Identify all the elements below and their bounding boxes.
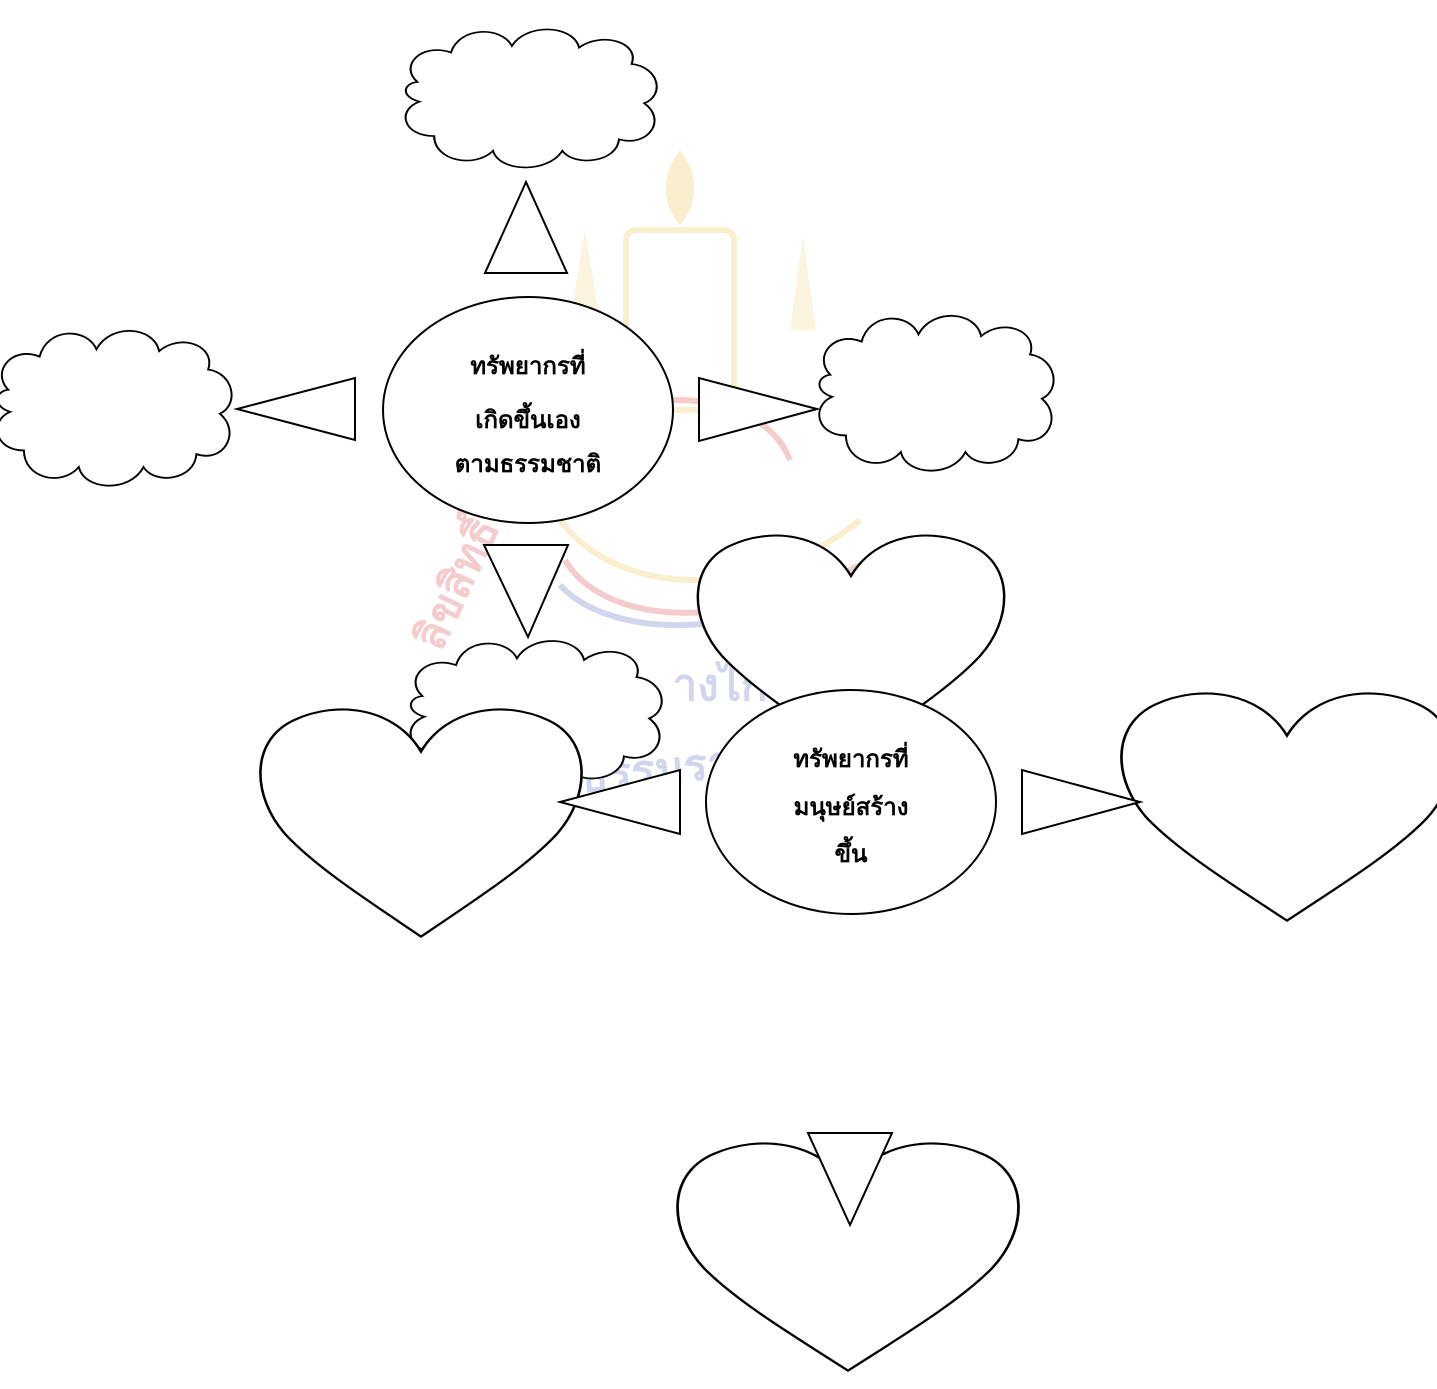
arrow-left-to-cloud <box>233 376 356 442</box>
watermark-spire-right <box>790 235 816 330</box>
node-natural-line-2: เกิดขึ้นเอง <box>475 401 580 434</box>
arrow-left-to-heart <box>556 768 681 836</box>
arrow-up-to-cloud <box>483 179 569 274</box>
watermark-text-left: ลิขสิทธิ์ <box>397 502 511 658</box>
node-man-made-line-2: มนุษย์สร้าง <box>794 793 909 823</box>
cloud-left <box>0 329 233 487</box>
natural-resources-group: ทรัพยากรที่ เกิดขึ้นเอง ตามธรรมชาติ <box>0 28 1055 787</box>
man-made-resources-group: ทรัพยากรที่ มนุษย์สร้าง ขึ้น <box>259 534 1437 1373</box>
cloud-right <box>818 314 1055 472</box>
arrow-down-to-cloud <box>482 544 570 640</box>
watermark-flame <box>665 150 695 225</box>
node-man-made-line-3: ขึ้น <box>835 835 868 868</box>
node-man-made-resources <box>705 689 997 915</box>
node-natural-resources <box>382 296 674 524</box>
arrow-right-to-heart <box>1021 768 1144 836</box>
node-man-made-line-1: ทรัพยากรที่ <box>793 741 908 773</box>
arrow-right-to-cloud <box>698 376 821 443</box>
watermark-tower <box>623 227 737 413</box>
arrow-down-to-heart <box>806 1132 894 1228</box>
watermark-spire-left <box>570 230 600 320</box>
heart-right <box>1120 692 1437 922</box>
node-natural-line-1: ทรัพยากรที่ <box>470 348 585 380</box>
node-natural-line-3: ตามธรรมชาติ <box>455 450 601 478</box>
cloud-top <box>404 28 658 169</box>
